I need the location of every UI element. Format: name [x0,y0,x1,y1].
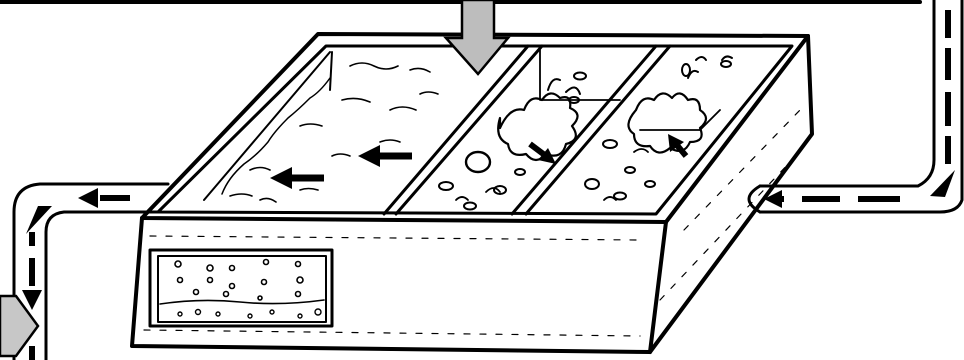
sediment [178,309,321,318]
mixing-chamber-2 [585,56,732,200]
mixing-chamber-1 [439,50,620,210]
inlet-elbow-arrowhead [930,170,955,197]
bubbles [175,260,303,301]
settling-chamber [204,52,438,202]
splash-shape-2 [628,93,706,152]
inlet-flow-arrows [770,10,948,199]
outlet-pipe [14,184,168,360]
inlet-pipe [749,0,962,212]
outlet-arrowhead-1 [78,188,98,208]
sight-window [150,250,332,326]
inflow-arrow [446,0,508,74]
outer-tank [132,34,812,352]
